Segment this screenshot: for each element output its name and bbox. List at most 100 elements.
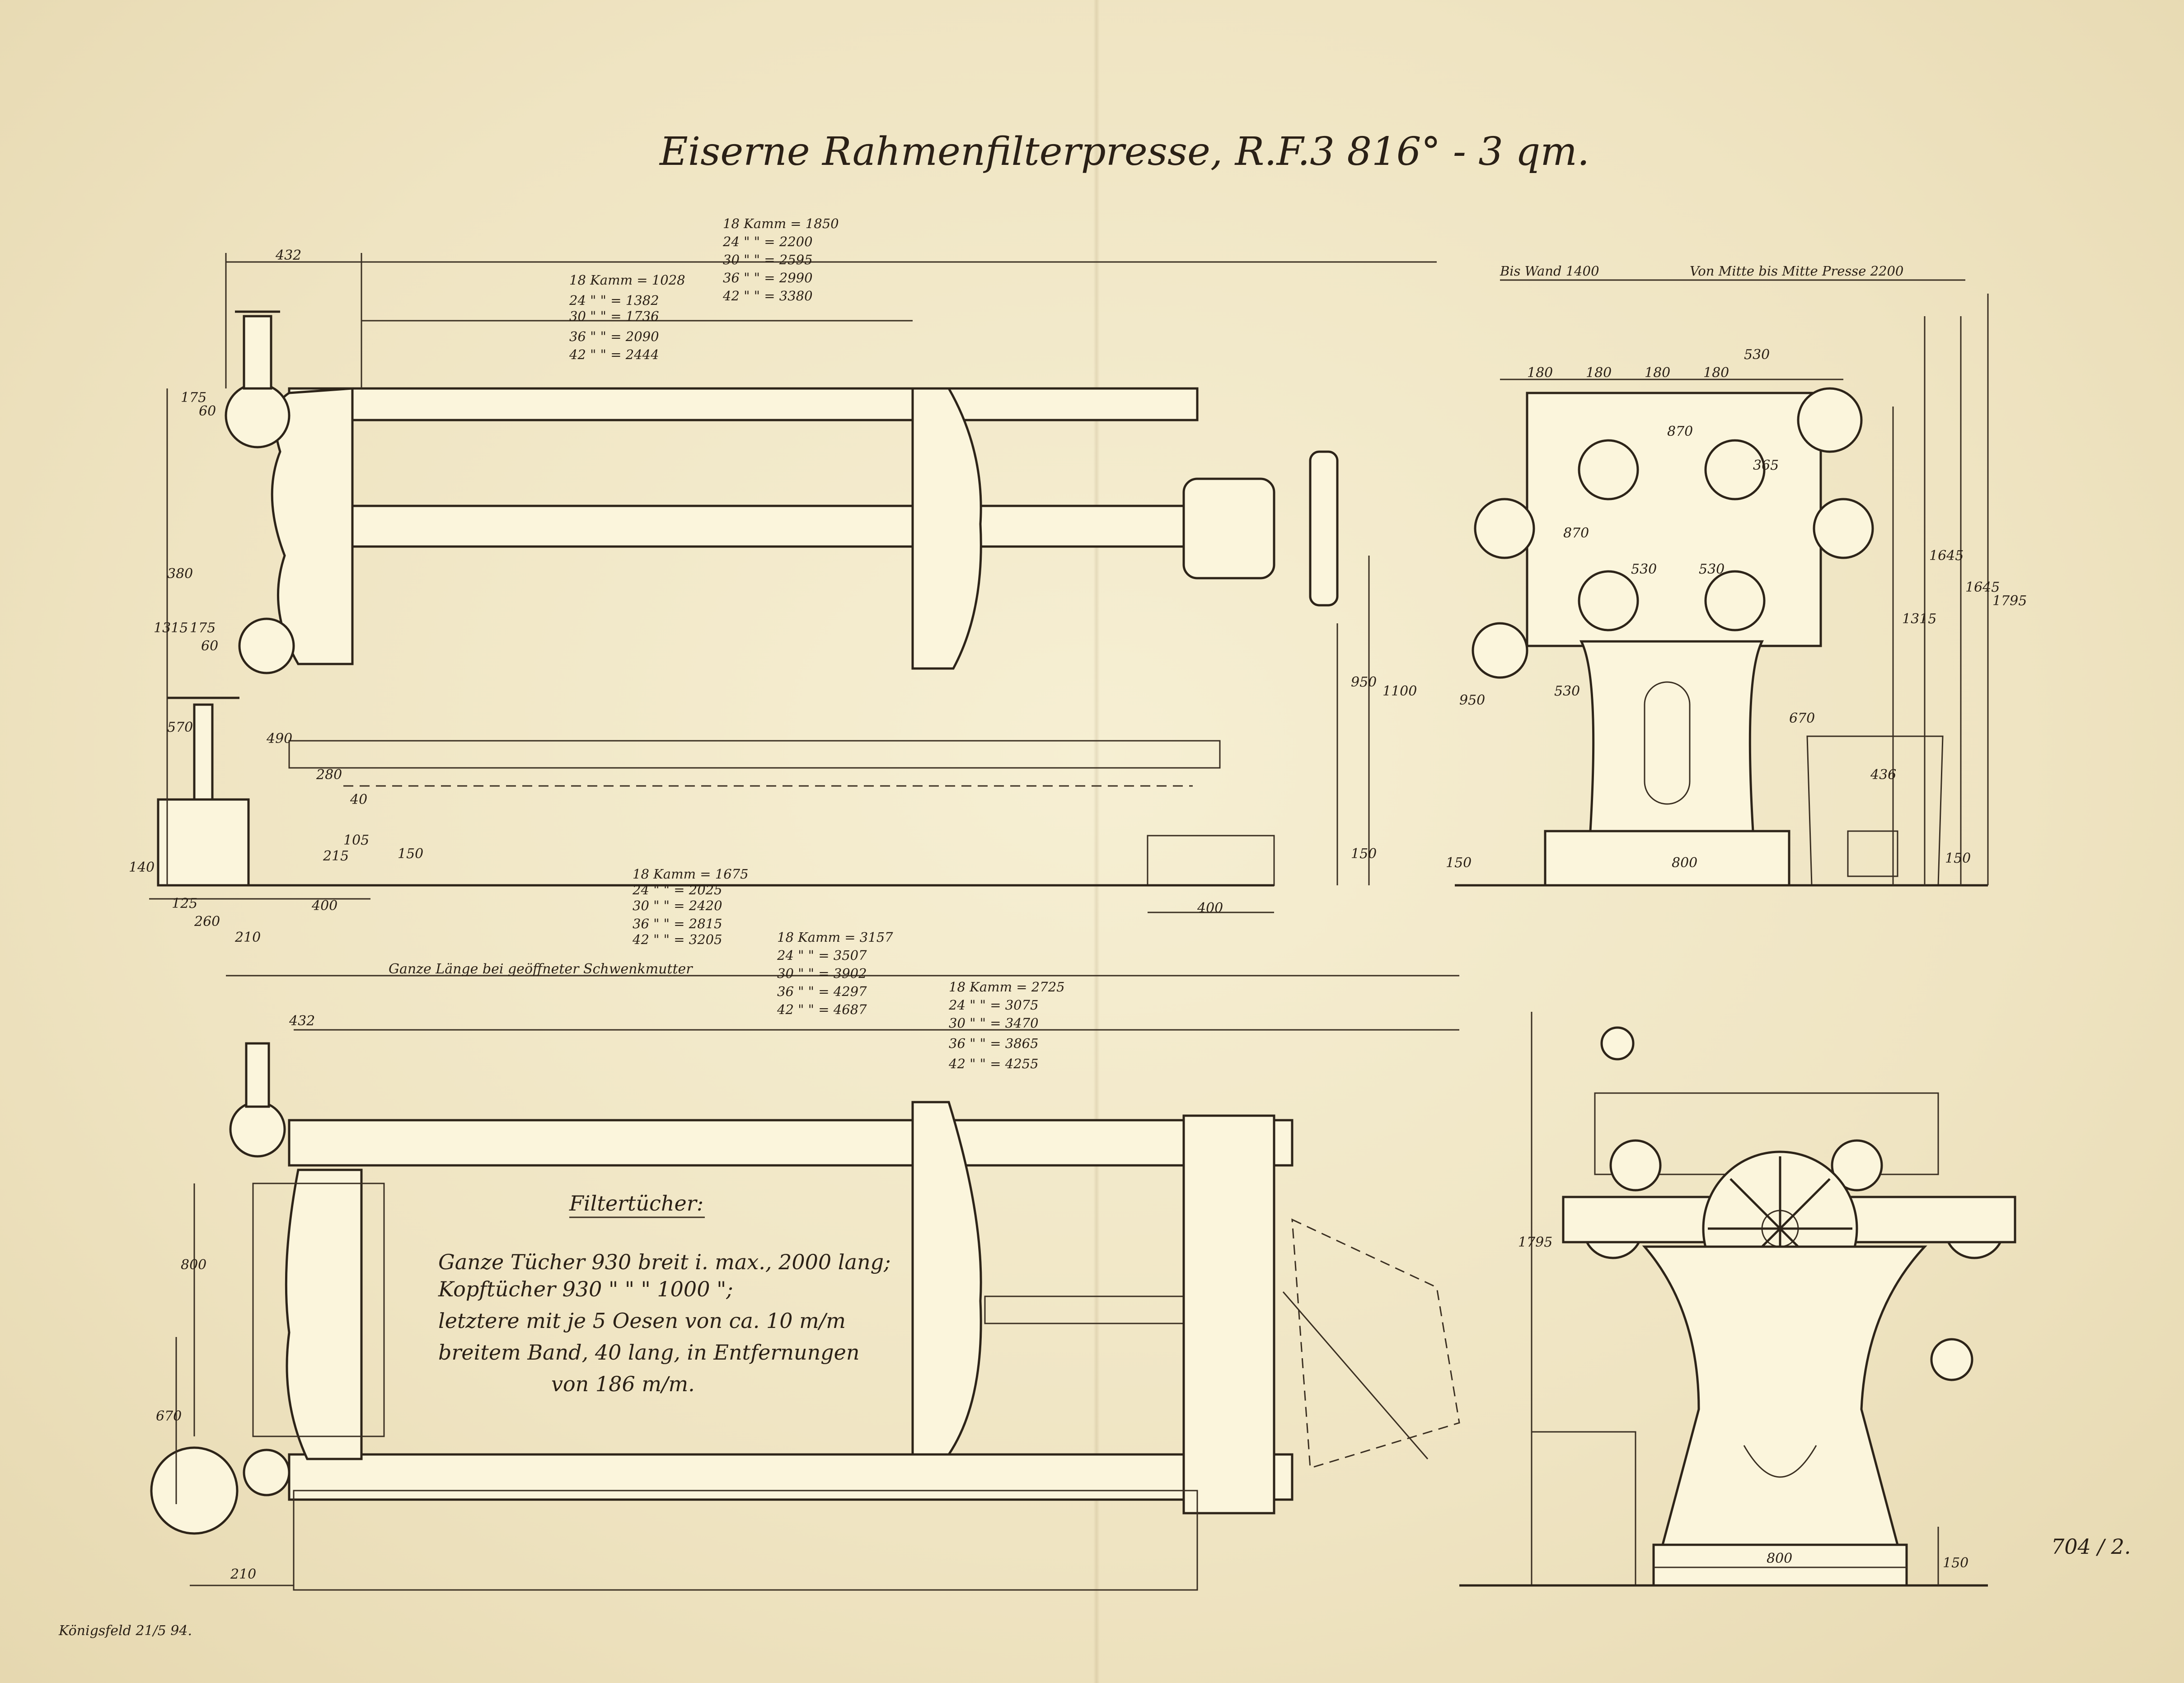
valve-middle [238, 617, 295, 674]
frame-table-a: 18 Kamm = 1028 24 " " = 1382 30 " " = 17… [569, 272, 685, 362]
dim-432-top: 432 [275, 248, 301, 263]
dim-125: 125 [172, 896, 197, 912]
dim-870-v: 870 [1563, 525, 1589, 541]
end-port-1 [1578, 439, 1639, 500]
dim-60-a: 60 [199, 403, 216, 419]
end-rail-right [1813, 498, 1874, 559]
frame-table-c: 18 Kamm = 1675 24 " " = 2025 30 " " = 24… [632, 866, 749, 947]
dim-150-right: 150 [1351, 846, 1377, 862]
dim-1795-end: 1795 [1992, 593, 2027, 609]
table-c-row-4: 36 " " = 2815 [633, 916, 722, 931]
dim-1645-b: 1645 [1965, 580, 2000, 595]
dim-800-end: 800 [1672, 855, 1697, 871]
plan-head-piece [285, 1169, 363, 1460]
plan-valve-stem [245, 1042, 270, 1108]
lower-rail [288, 740, 1221, 769]
dim-1100: 1100 [1383, 683, 1417, 699]
dim-1645-a: 1645 [1929, 548, 1964, 564]
plan-screw-frame [1182, 1114, 1275, 1515]
dim-1315-end: 1315 [1902, 611, 1936, 627]
dim-180-3: 180 [1645, 365, 1670, 381]
plan-spindle [984, 1295, 1194, 1324]
dim-180-2: 180 [1586, 365, 1612, 381]
frame-table-d: 18 Kamm = 3157 24 " " = 3507 30 " " = 39… [777, 930, 893, 1017]
end-port-3 [1578, 570, 1639, 631]
dim-800-bottom: 800 [1767, 1551, 1792, 1566]
center-distance-label: Von Mitte bis Mitte Presse 2200 [1690, 263, 1903, 279]
page-title: Eiserne Rahmenfilterpresse, R.F.3 816° -… [659, 129, 1589, 174]
dim-530-r: 530 [1699, 561, 1725, 577]
notes-line-5: von 186 m/m. [551, 1372, 695, 1396]
dim-432-plan: 432 [289, 1013, 315, 1029]
plan-drip-tray [293, 1490, 1198, 1591]
table-e-row-4: 36 " " = 3865 [949, 1036, 1039, 1051]
date-note: Königsfeld 21/5 94. [58, 1623, 192, 1639]
table-a-row-2: 24 " " = 1382 [569, 293, 659, 308]
dim-670-plan: 670 [156, 1408, 182, 1424]
table-b-row-4: 36 " " = 2990 [723, 270, 813, 285]
wall-distance-label: Bis Wand 1400 [1500, 263, 1599, 279]
table-a-row-1: 18 Kamm = 1028 [569, 272, 685, 288]
notes-line-1: Ganze Tücher 930 breit i. max., 2000 lan… [438, 1250, 891, 1274]
notes-line-4: breitem Band, 40 lang, in Entfernungen [438, 1340, 860, 1365]
dim-530-top: 530 [1744, 347, 1770, 363]
table-a-row-5: 42 " " = 2444 [569, 347, 659, 362]
dim-530-l: 530 [1631, 561, 1657, 577]
drawing-number-signature: 704 / 2. [2051, 1534, 2131, 1559]
table-d-row-5: 42 " " = 4687 [777, 1002, 867, 1017]
dim-175-a: 175 [181, 390, 206, 406]
swing-nut-open [1291, 1218, 1460, 1469]
table-c-row-5: 42 " " = 3205 [632, 932, 722, 947]
be-tray [1531, 1431, 1636, 1586]
dim-950-end: 950 [1459, 692, 1485, 708]
end-slot [1644, 681, 1691, 805]
dim-150-end-r: 150 [1945, 851, 1971, 866]
plan-view [150, 975, 1460, 1591]
frame-table-e: 18 Kamm = 2725 24 " " = 3075 30 " " = 34… [948, 979, 1065, 1071]
end-valve-top [1797, 387, 1863, 453]
table-e-row-3: 30 " " = 3470 [949, 1015, 1039, 1031]
end-base [1544, 830, 1790, 887]
plan-valve-bottom [243, 1449, 291, 1496]
dim-210-side: 210 [234, 930, 261, 945]
dim-400-right: 400 [1197, 900, 1223, 916]
foot-stand [1147, 835, 1275, 886]
table-c-row-1: 18 Kamm = 1675 [633, 866, 749, 882]
total-length-label: Ganze Länge bei geöffneter Schwenkmutter [389, 961, 693, 977]
table-a-row-3: 30 " " = 1736 [569, 309, 659, 324]
follower-plate [911, 387, 982, 670]
dim-180-1: 180 [1527, 365, 1553, 381]
dim-215: 215 [323, 848, 349, 864]
dim-530-bottom: 530 [1554, 683, 1580, 699]
plan-upper-bar [288, 1119, 1294, 1167]
table-d-row-2: 24 " " = 3507 [777, 948, 867, 963]
plan-lower-bar [288, 1453, 1294, 1501]
dim-40: 40 [350, 792, 367, 808]
end-valve-left [1472, 622, 1528, 679]
end-rail-left [1474, 498, 1535, 559]
dim-60-b: 60 [201, 638, 218, 654]
dim-175-b: 175 [190, 620, 216, 636]
dim-436: 436 [1870, 767, 1896, 783]
be-pedestal [1642, 1245, 1927, 1546]
table-b-row-3: 30 " " = 2595 [723, 252, 813, 267]
dim-490: 490 [266, 731, 292, 747]
dim-150-bottom: 150 [1943, 1555, 1968, 1571]
table-b-row-1: 18 Kamm = 1850 [723, 216, 839, 231]
tray-label-box [1847, 830, 1898, 877]
end-pedestal [1579, 640, 1764, 832]
dim-260: 260 [194, 914, 220, 930]
table-c-row-2: 24 " " = 2025 [632, 882, 722, 898]
notes-line-3: letztere mit je 5 Oesen von ca. 10 m/m [438, 1309, 846, 1333]
notes-heading: Filtertücher: [569, 1191, 703, 1216]
filter-cloth-notes: Filtertücher: Ganze Tücher 930 breit i. … [438, 1191, 891, 1396]
table-b-row-5: 42 " " = 3380 [722, 288, 813, 304]
plan-valve-top [229, 1101, 286, 1158]
dim-1795-bottom: 1795 [1518, 1234, 1552, 1250]
dim-670-end: 670 [1789, 711, 1815, 726]
side-elevation-view [149, 253, 1437, 913]
end-view-bottom [1459, 1012, 2016, 1587]
frame-table-b: 18 Kamm = 1850 24 " " = 2200 30 " " = 25… [722, 216, 839, 304]
